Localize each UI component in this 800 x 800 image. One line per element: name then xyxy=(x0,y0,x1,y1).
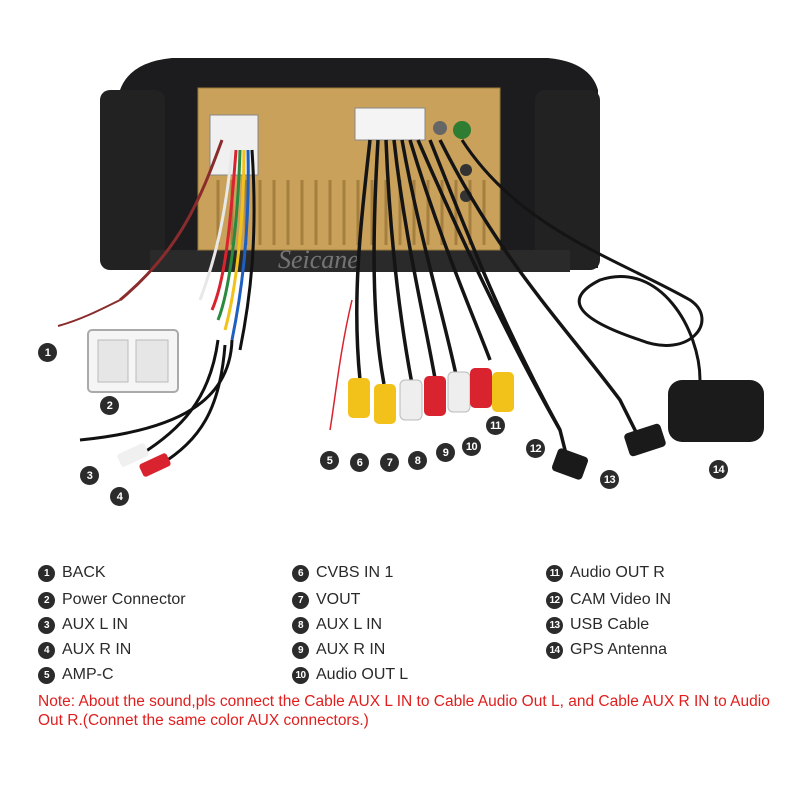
legend-label: AMP-C xyxy=(62,666,114,683)
callout-1: 1 xyxy=(38,343,57,362)
usb-cable-1 xyxy=(428,139,572,471)
legend-number: 4 xyxy=(38,641,55,659)
callout-14: 14 xyxy=(709,460,728,479)
legend-item-5: 5 AMP-C xyxy=(38,665,114,685)
usb-plug-2 xyxy=(624,423,666,457)
callout-11: 11 xyxy=(486,416,505,435)
installation-note: Note: About the sound,pls connect the Ca… xyxy=(38,693,770,729)
legend-item-3: 3 AUX L IN xyxy=(38,615,128,635)
callout-4: 4 xyxy=(110,487,129,506)
legend-number: 11 xyxy=(546,564,563,582)
power-connector-inner xyxy=(97,339,129,383)
usb-cable-2 xyxy=(438,139,642,441)
legend-item-4: 4 AUX R IN xyxy=(38,640,131,660)
gps-socket xyxy=(453,121,471,139)
legend-label: BACK xyxy=(62,564,106,581)
callout-12: 12 xyxy=(526,439,545,458)
legend-item-11: 11 Audio OUT R xyxy=(546,563,665,583)
callout-8: 8 xyxy=(408,451,427,470)
rca-plug-audio-out-l xyxy=(447,371,471,413)
back-wire xyxy=(57,299,121,327)
legend-label: Audio OUT R xyxy=(570,564,665,581)
legend-label: VOUT xyxy=(316,591,361,608)
callout-10: 10 xyxy=(462,437,481,456)
legend-number: 1 xyxy=(38,564,55,582)
legend-label: AUX L IN xyxy=(62,616,129,633)
legend-label: AUX L IN xyxy=(316,616,383,633)
legend-number: 14 xyxy=(546,641,563,659)
callout-9: 9 xyxy=(436,443,455,462)
aux-r-plug xyxy=(139,453,171,477)
legend-number: 7 xyxy=(292,591,309,609)
rca-plug-cvbs-in xyxy=(348,378,370,418)
product-illustration: Seicane xyxy=(57,58,764,480)
legend-item-13: 13 USB Cable xyxy=(546,615,649,635)
antenna-socket xyxy=(433,121,447,135)
callout-3: 3 xyxy=(80,466,99,485)
legend-number: 8 xyxy=(292,616,309,634)
rca-plug-cam-in xyxy=(492,372,514,412)
aux-l-cable xyxy=(139,339,220,457)
legend-item-14: 14 GPS Antenna xyxy=(546,640,667,660)
legend-number: 12 xyxy=(546,591,563,609)
gps-cable xyxy=(460,139,704,381)
legend-label: Power Connector xyxy=(62,591,186,608)
legend-number: 6 xyxy=(292,564,309,582)
legend-number: 9 xyxy=(292,641,309,659)
legend-item-1: 1 BACK xyxy=(38,563,106,583)
legend-item-2: 2 Power Connector xyxy=(38,590,186,610)
rca-plug-audio-out-r xyxy=(470,368,492,408)
legend-item-8: 8 AUX L IN xyxy=(292,615,382,635)
bezel-right-pillar xyxy=(535,90,600,270)
legend-number: 13 xyxy=(546,616,563,634)
power-harness-wires xyxy=(119,139,256,351)
usb-plug-1 xyxy=(551,448,589,480)
bezel-left-pillar xyxy=(100,90,165,270)
legend-item-10: 10 Audio OUT L xyxy=(292,665,408,685)
callout-2: 2 xyxy=(100,396,119,415)
legend-item-9: 9 AUX R IN xyxy=(292,640,385,660)
aux-l-plug xyxy=(117,443,149,467)
gps-antenna xyxy=(668,380,764,442)
rca-socket-block xyxy=(354,107,426,141)
amp-c-wire xyxy=(329,299,353,431)
legend-label: CVBS IN 1 xyxy=(316,564,394,581)
legend-item-6: 6 CVBS IN 1 xyxy=(292,563,393,583)
legend-number: 5 xyxy=(38,666,55,684)
power-connector-inner-2 xyxy=(135,339,169,383)
rca-plug-aux-l xyxy=(399,379,423,421)
legend-item-7: 7 VOUT xyxy=(292,590,360,610)
legend-label: CAM Video IN xyxy=(570,591,672,608)
legend-label: AUX R IN xyxy=(316,641,386,658)
callout-7: 7 xyxy=(380,453,399,472)
legend-number: 2 xyxy=(38,591,55,609)
callout-6: 6 xyxy=(350,453,369,472)
rca-plugs xyxy=(348,368,514,424)
legend-label: AUX R IN xyxy=(62,641,132,658)
rca-plug-vout xyxy=(374,384,396,424)
legend-number: 3 xyxy=(38,616,55,634)
callout-5: 5 xyxy=(320,451,339,470)
watermark: Seicane xyxy=(278,245,359,274)
legend-label: GPS Antenna xyxy=(570,641,667,658)
legend-label: Audio OUT L xyxy=(316,666,409,683)
callout-13: 13 xyxy=(600,470,619,489)
chassis-port-1 xyxy=(460,164,472,176)
legend-label: USB Cable xyxy=(570,616,650,633)
legend-number: 10 xyxy=(292,666,309,684)
legend-item-12: 12 CAM Video IN xyxy=(546,590,671,610)
aux-r-cable xyxy=(159,344,227,467)
rca-plug-aux-r xyxy=(424,376,446,416)
